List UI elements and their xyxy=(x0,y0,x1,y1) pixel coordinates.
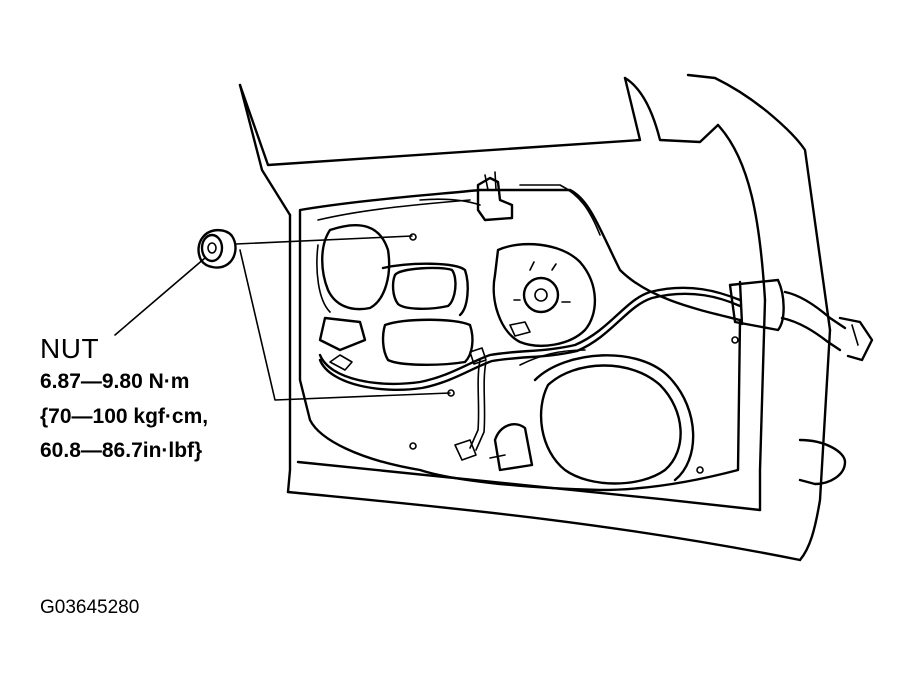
lower-bracket xyxy=(489,423,534,472)
torque-inlbf-label: 60.8—86.7in·lbf} xyxy=(40,439,203,462)
nut-label: NUT xyxy=(40,333,100,364)
wiring-harness xyxy=(318,286,742,461)
door-frame xyxy=(238,73,832,562)
regulator-assembly xyxy=(492,242,597,347)
door-harness-connector xyxy=(728,278,874,362)
callout-lines xyxy=(114,235,451,401)
door-handle-recess xyxy=(798,438,847,486)
panel-cutouts xyxy=(318,262,474,366)
torque-nm-label: 6.87—9.80 N·m xyxy=(40,370,190,393)
top-clip xyxy=(419,171,514,222)
inner-panel xyxy=(298,184,742,492)
nut-icon xyxy=(197,228,237,269)
mounting-holes xyxy=(409,233,739,474)
figure-id: G03645280 xyxy=(40,597,140,618)
torque-kgf-label: {70—100 kgf·cm, xyxy=(40,405,209,428)
lower-speaker xyxy=(519,349,695,485)
upper-left-cutout xyxy=(316,223,391,313)
